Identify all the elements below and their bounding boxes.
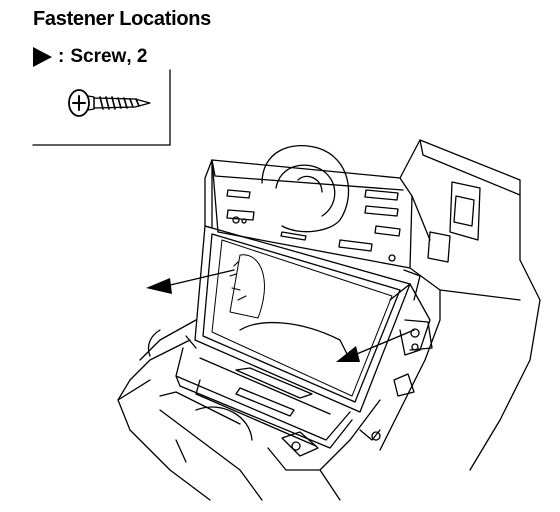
legend-box-frame <box>32 69 171 146</box>
legend-separator: : <box>58 46 65 67</box>
left-console-side <box>117 319 197 401</box>
pointer-line-left <box>165 269 235 287</box>
screw-pointer-icon <box>33 47 52 67</box>
legend-count: , 2 <box>126 46 148 67</box>
pocket-assembly <box>194 225 433 413</box>
fastener-legend: : Screw , 2 <box>33 46 147 68</box>
screw-pointers <box>146 269 415 362</box>
screw-pointer-right-icon <box>336 346 360 362</box>
screw-icon <box>68 89 151 117</box>
pointer-line-right <box>351 329 415 357</box>
page-title: Fastener Locations <box>33 8 211 30</box>
bottom-tray <box>117 347 415 501</box>
screw-pointer-left-icon <box>146 278 172 294</box>
radio-panel <box>204 144 413 269</box>
legend-label: Screw <box>70 46 127 67</box>
side-console-frame <box>379 139 541 471</box>
